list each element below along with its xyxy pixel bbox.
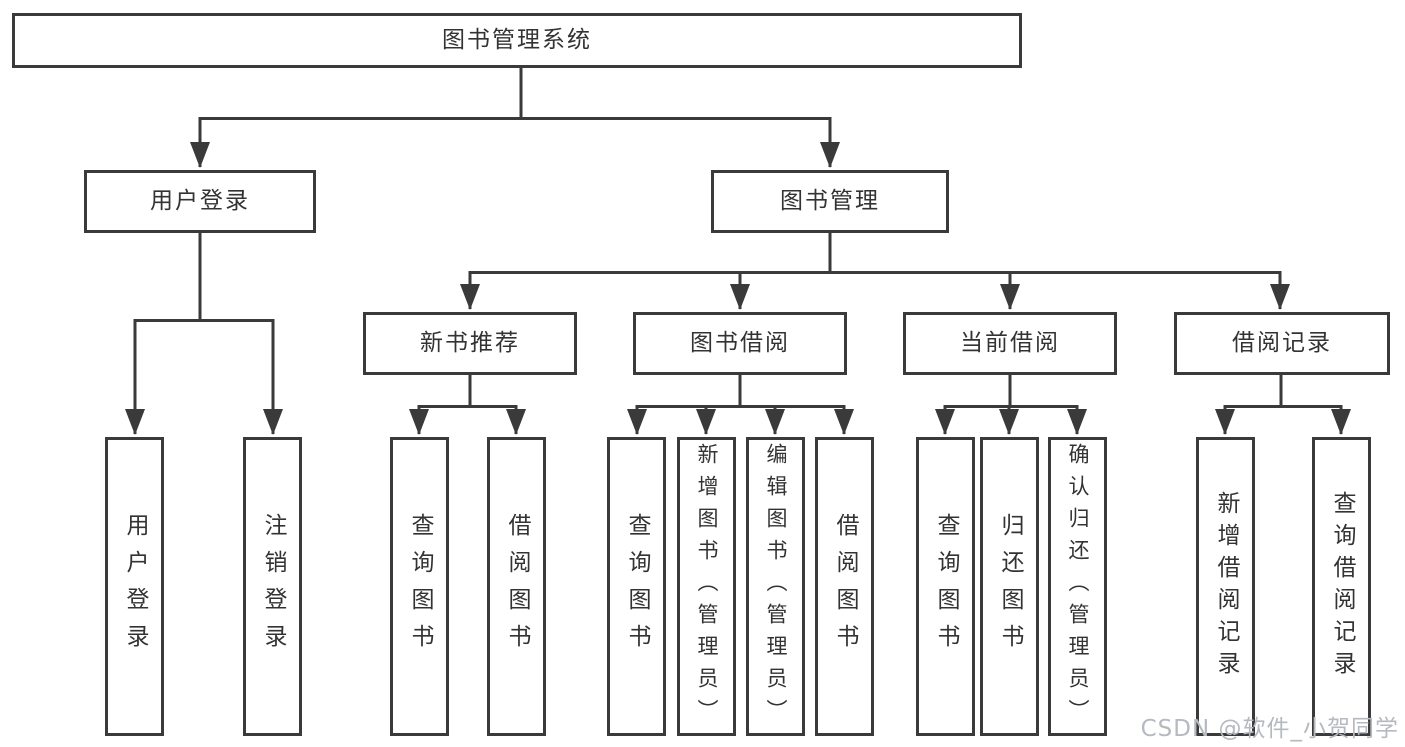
node-label: 查询借阅记录: [1329, 490, 1355, 683]
leaf-query-books-recommendation: 查询图书: [390, 437, 449, 736]
node-label: 当前借阅: [960, 330, 1060, 357]
node-label: 编辑图书（管理员）: [764, 442, 788, 731]
node-label: 查询图书: [933, 512, 959, 661]
node-label: 图书借阅: [690, 330, 790, 357]
node-user-login-module: 用户登录: [84, 170, 316, 233]
node-label: 新书推荐: [420, 330, 520, 357]
leaf-edit-books-admin: 编辑图书（管理员）: [746, 437, 805, 736]
node-label: 借阅图书: [504, 512, 530, 661]
leaf-add-borrowing-record: 新增借阅记录: [1196, 437, 1255, 736]
node-label: 注销登录: [260, 512, 286, 661]
node-label: 图书管理系统: [442, 27, 592, 54]
node-label: 图书管理: [780, 188, 880, 215]
node-label: 查询图书: [407, 512, 433, 661]
csdn-watermark: CSDN @软件_小贺同学: [1140, 716, 1399, 742]
node-new-book-recommendation: 新书推荐: [363, 312, 577, 375]
node-root-library-management-system: 图书管理系统: [12, 13, 1022, 68]
node-label: 归还图书: [997, 512, 1023, 661]
leaf-return-books: 归还图书: [980, 437, 1039, 736]
leaf-query-borrowing-record: 查询借阅记录: [1312, 437, 1371, 736]
node-book-management-module: 图书管理: [711, 170, 949, 233]
leaf-borrow-books-recommendation: 借阅图书: [487, 437, 546, 736]
leaf-query-books-current: 查询图书: [916, 437, 975, 736]
node-borrowing-records: 借阅记录: [1174, 312, 1390, 375]
leaf-user-login: 用户登录: [105, 437, 164, 736]
leaf-borrow-books-borrowing: 借阅图书: [815, 437, 874, 736]
node-label: 确认归还（管理员）: [1066, 442, 1090, 731]
leaf-query-books-borrowing: 查询图书: [607, 437, 666, 736]
node-book-borrowing: 图书借阅: [633, 312, 847, 375]
leaf-confirm-return-admin: 确认归还（管理员）: [1048, 437, 1107, 736]
node-label: 用户登录: [150, 188, 250, 215]
node-label: 新增图书（管理员）: [695, 442, 719, 731]
node-label: 用户登录: [122, 512, 148, 661]
node-current-borrowing: 当前借阅: [903, 312, 1117, 375]
node-label: 新增借阅记录: [1213, 490, 1239, 683]
leaf-logout: 注销登录: [243, 437, 302, 736]
node-label: 借阅记录: [1232, 330, 1332, 357]
node-label: 借阅图书: [832, 512, 858, 661]
node-label: 查询图书: [624, 512, 650, 661]
leaf-add-books-admin: 新增图书（管理员）: [677, 437, 736, 736]
